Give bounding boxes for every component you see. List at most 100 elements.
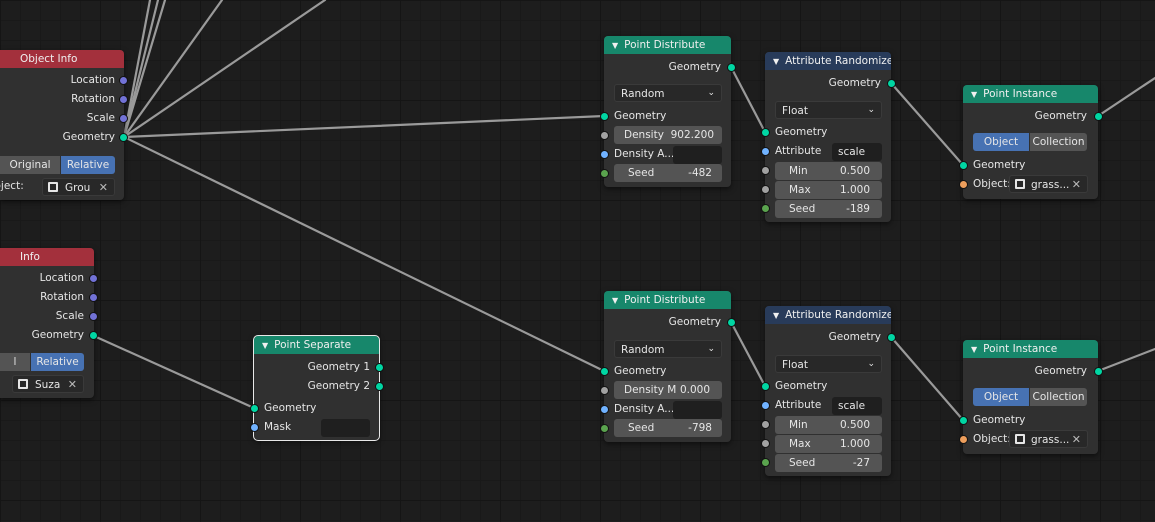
geometry-output-socket[interactable] bbox=[727, 318, 736, 327]
max-field[interactable]: Max 1.000 bbox=[775, 181, 882, 199]
object-toggle[interactable]: Object bbox=[973, 388, 1029, 406]
collapse-icon[interactable]: ▼ bbox=[971, 90, 978, 99]
collapse-icon[interactable]: ▼ bbox=[773, 57, 780, 66]
original-toggle[interactable]: Original bbox=[0, 156, 60, 174]
point-separate-node[interactable]: ▼Point Separate Geometry 1 Geometry 2 Ge… bbox=[250, 335, 384, 441]
geometry-input-socket[interactable] bbox=[959, 161, 968, 170]
geometry-input-socket[interactable] bbox=[600, 367, 609, 376]
collapse-icon[interactable]: ▼ bbox=[612, 296, 619, 305]
object-field[interactable]: Suza ✕ bbox=[12, 375, 84, 393]
geometry-output-socket[interactable] bbox=[887, 79, 896, 88]
seed-input-socket[interactable] bbox=[761, 204, 770, 213]
node-header[interactable]: Object Info bbox=[0, 50, 124, 68]
point-distribute-node-2[interactable]: ▼Point Distribute Geometry Random ⌄ Geom… bbox=[600, 291, 736, 442]
seed-field[interactable]: Seed -189 bbox=[775, 200, 882, 218]
attribute-field[interactable]: scale bbox=[832, 397, 882, 415]
geometry-output-socket[interactable] bbox=[1094, 112, 1103, 121]
attribute-type-select[interactable]: Float ⌄ bbox=[775, 355, 882, 373]
scale-socket[interactable] bbox=[89, 312, 98, 321]
geometry2-output-socket[interactable] bbox=[375, 382, 384, 391]
rotation-socket[interactable] bbox=[119, 95, 128, 104]
geometry-input-socket[interactable] bbox=[761, 382, 770, 391]
geometry-output-socket[interactable] bbox=[119, 133, 128, 142]
object-input-socket[interactable] bbox=[959, 435, 968, 444]
scale-socket[interactable] bbox=[119, 114, 128, 123]
node-header[interactable]: ▼Point Instance bbox=[963, 85, 1098, 103]
object-input-socket[interactable] bbox=[959, 180, 968, 189]
rotation-socket[interactable] bbox=[89, 293, 98, 302]
density-attribute-socket[interactable] bbox=[600, 405, 609, 414]
object-info-node-2[interactable]: Info Location Rotation Scale Geometry l … bbox=[0, 248, 98, 398]
attribute-input-socket[interactable] bbox=[761, 401, 770, 410]
geometry-input-socket[interactable] bbox=[959, 416, 968, 425]
density-input-socket[interactable] bbox=[600, 386, 609, 395]
geometry-output-socket[interactable] bbox=[1094, 367, 1103, 376]
location-socket[interactable] bbox=[119, 76, 128, 85]
min-input-socket[interactable] bbox=[761, 166, 770, 175]
seed-field[interactable]: Seed -27 bbox=[775, 454, 882, 472]
max-field[interactable]: Max 1.000 bbox=[775, 435, 882, 453]
collapse-icon[interactable]: ▼ bbox=[971, 345, 978, 354]
object-field[interactable]: grass... ✕ bbox=[1009, 175, 1088, 193]
seed-field[interactable]: Seed -482 bbox=[614, 164, 722, 182]
seed-input-socket[interactable] bbox=[600, 169, 609, 178]
clear-icon[interactable]: ✕ bbox=[1071, 433, 1081, 446]
geometry-output-socket[interactable] bbox=[727, 63, 736, 72]
min-input-socket[interactable] bbox=[761, 420, 770, 429]
geometry-input-socket[interactable] bbox=[250, 404, 259, 413]
node-header[interactable]: ▼Attribute Randomize bbox=[765, 52, 891, 70]
geometry1-output-socket[interactable] bbox=[375, 363, 384, 372]
attribute-randomize-node-2[interactable]: ▼Attribute Randomize Geometry Float ⌄ Ge… bbox=[761, 306, 896, 476]
object-info-node-1[interactable]: Object Info Location Rotation Scale Geom… bbox=[0, 50, 128, 200]
attribute-randomize-node-1[interactable]: ▼Attribute Randomize Geometry Float ⌄ Ge… bbox=[761, 52, 896, 222]
relative-toggle[interactable]: Relative bbox=[31, 353, 84, 371]
geometry-input-socket[interactable] bbox=[761, 128, 770, 137]
node-header[interactable]: Info bbox=[0, 248, 94, 266]
mask-input-socket[interactable] bbox=[250, 423, 259, 432]
distribute-mode-select[interactable]: Random ⌄ bbox=[614, 340, 722, 358]
collapse-icon[interactable]: ▼ bbox=[773, 311, 780, 320]
density-attribute-field[interactable] bbox=[673, 401, 722, 419]
min-field[interactable]: Min 0.500 bbox=[775, 416, 882, 434]
object-field[interactable]: grass... ✕ bbox=[1009, 430, 1088, 448]
original-toggle[interactable]: l bbox=[0, 353, 30, 371]
location-socket[interactable] bbox=[89, 274, 98, 283]
collection-toggle[interactable]: Collection bbox=[1030, 133, 1087, 151]
distribute-mode-select[interactable]: Random ⌄ bbox=[614, 84, 722, 102]
clear-icon[interactable]: ✕ bbox=[1071, 178, 1081, 191]
attribute-type-select[interactable]: Float ⌄ bbox=[775, 101, 882, 119]
object-field[interactable]: Grou ✕ bbox=[42, 178, 115, 196]
collapse-icon[interactable]: ▼ bbox=[612, 41, 619, 50]
seed-field[interactable]: Seed -798 bbox=[614, 419, 722, 437]
mask-field[interactable] bbox=[321, 419, 370, 437]
geometry-input-socket[interactable] bbox=[600, 112, 609, 121]
node-header[interactable]: ▼Point Distribute bbox=[604, 36, 731, 54]
geometry-output-socket[interactable] bbox=[89, 331, 98, 340]
relative-toggle[interactable]: Relative bbox=[61, 156, 115, 174]
min-field[interactable]: Min 0.500 bbox=[775, 162, 882, 180]
density-attribute-socket[interactable] bbox=[600, 150, 609, 159]
density-attribute-field[interactable] bbox=[673, 146, 722, 164]
object-toggle[interactable]: Object bbox=[973, 133, 1029, 151]
point-distribute-node-1[interactable]: ▼Point Distribute Geometry Random ⌄ Geom… bbox=[600, 36, 736, 187]
node-header[interactable]: ▼Point Separate bbox=[254, 336, 379, 354]
geometry-output-socket[interactable] bbox=[887, 333, 896, 342]
clear-icon[interactable]: ✕ bbox=[98, 181, 108, 194]
attribute-field[interactable]: scale bbox=[832, 143, 882, 161]
point-instance-node-1[interactable]: ▼Point Instance Geometry Object Collecti… bbox=[959, 85, 1103, 199]
max-input-socket[interactable] bbox=[761, 185, 770, 194]
node-header[interactable]: ▼Point Instance bbox=[963, 340, 1098, 358]
clear-icon[interactable]: ✕ bbox=[67, 378, 77, 391]
collection-toggle[interactable]: Collection bbox=[1030, 388, 1087, 406]
seed-input-socket[interactable] bbox=[600, 424, 609, 433]
density-field[interactable]: Density M 0.000 bbox=[614, 381, 722, 399]
collapse-icon[interactable]: ▼ bbox=[262, 341, 269, 350]
max-input-socket[interactable] bbox=[761, 439, 770, 448]
node-header[interactable]: ▼Attribute Randomize bbox=[765, 306, 891, 324]
node-header[interactable]: ▼Point Distribute bbox=[604, 291, 731, 309]
seed-input-socket[interactable] bbox=[761, 458, 770, 467]
point-instance-node-2[interactable]: ▼Point Instance Geometry Object Collecti… bbox=[959, 340, 1103, 454]
density-input-socket[interactable] bbox=[600, 131, 609, 140]
attribute-input-socket[interactable] bbox=[761, 147, 770, 156]
density-field[interactable]: Density 902.200 bbox=[614, 126, 722, 144]
